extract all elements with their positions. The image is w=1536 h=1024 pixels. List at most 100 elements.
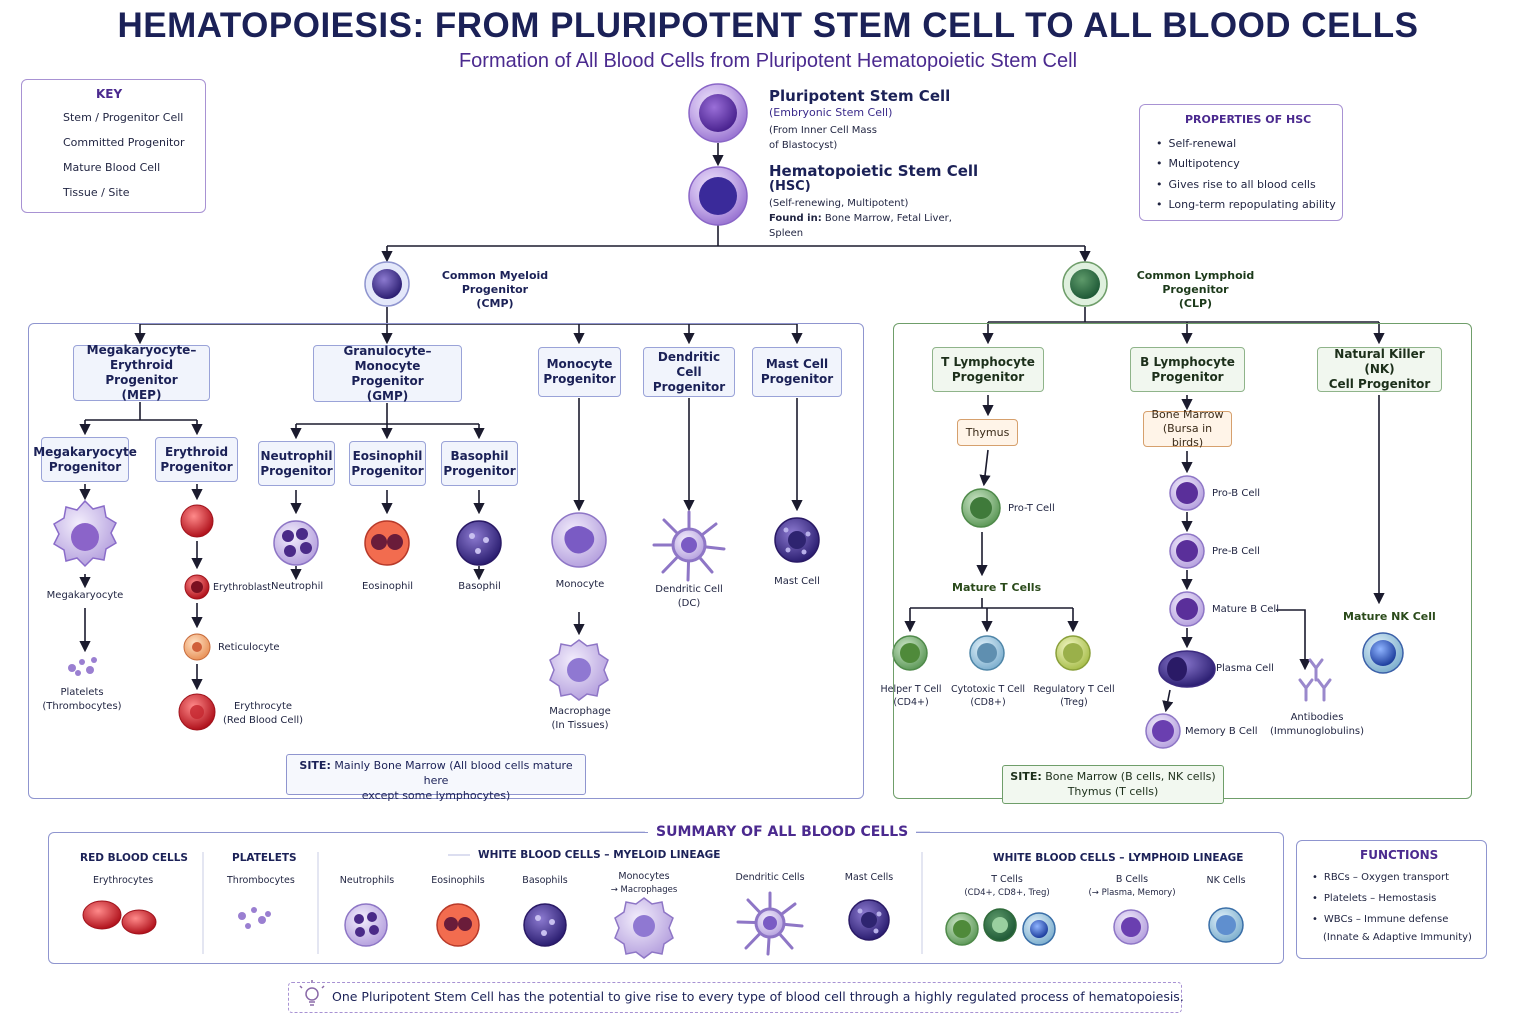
summary-nk-cells: NK Cells: [1206, 875, 1246, 886]
cytotoxic-t-label: Cytotoxic T Cell (CD8+): [950, 684, 1026, 708]
properties-title: PROPERTIES OF HSC: [1185, 113, 1312, 126]
gmp-box: Granulocyte–Monocyte Progenitor (GMP): [313, 344, 462, 403]
summary-eosinophils: Eosinophils: [431, 875, 485, 886]
neutrophil-progenitor-box: Neutrophil Progenitor: [258, 441, 335, 486]
summary-basophils: Basophils: [522, 875, 568, 886]
reticulocyte-icon: [183, 633, 211, 661]
platelets-icon: [68, 657, 97, 676]
hsc-found: Found in: Bone Marrow, Fetal Liver,: [769, 212, 952, 226]
erythroid-progenitor-cell-icon: [180, 504, 214, 538]
function-2: Platelets – Hemostasis: [1312, 893, 1436, 904]
summary-platelets-icon: [238, 907, 271, 929]
plasma-cell-icon: [1158, 650, 1216, 688]
pro-t-label: Pro-T Cell: [1008, 503, 1055, 514]
summary-basophil-icon: [523, 903, 567, 947]
summary-monocyte-icon: [614, 897, 674, 959]
eosinophil-label: Eosinophil: [361, 581, 414, 592]
megakaryocyte-progenitor-box: Megakaryocyte Progenitor: [33, 437, 137, 482]
pre-b-cell-icon: [1169, 533, 1205, 569]
nk-cell-icon: [1362, 632, 1404, 674]
reticulocyte-label: Reticulocyte: [218, 642, 280, 653]
function-extra: (Innate & Adaptive Immunity): [1323, 932, 1472, 943]
lymphoid-site-text-2: Thymus (T cells): [1067, 785, 1159, 798]
t-progenitor-box: T Lymphocyte Progenitor: [932, 347, 1044, 392]
myeloid-site-text-2: except some lymphocytes): [361, 789, 511, 802]
myeloid-site-text: Mainly Bone Marrow (All blood cells matu…: [334, 759, 573, 787]
b-progenitor-box: B Lymphocyte Progenitor: [1130, 347, 1245, 392]
erythroblast-icon: [184, 574, 210, 600]
pluripotent-stem-cell-icon: [688, 83, 748, 143]
summary-title: SUMMARY OF ALL BLOOD CELLS: [648, 824, 917, 840]
pro-b-label: Pro-B Cell: [1212, 488, 1261, 499]
footer-text: One Pluripotent Stem Cell has the potent…: [332, 989, 1184, 1004]
hsc-title: Hematopoietic Stem Cell: [769, 162, 979, 180]
summary-monocytes: Monocytes: [618, 871, 670, 882]
monocyte-progenitor-box: Monocyte Progenitor: [538, 347, 621, 397]
hsc-found-label: Found in:: [769, 213, 822, 224]
summary-dendritic-icon: [736, 891, 804, 956]
key-item-tissue: Tissue / Site: [63, 186, 130, 199]
clp-cell-icon: [1062, 261, 1108, 307]
summary-eosinophil-icon: [436, 903, 480, 947]
lymphoid-site-label: SITE:: [1010, 770, 1042, 783]
summary-lymphoid-title: WHITE BLOOD CELLS – LYMPHOID LINEAGE: [993, 852, 1244, 864]
mast-label: Mast Cell: [774, 576, 820, 587]
property-2: Multipotency: [1156, 157, 1240, 170]
key-title: KEY: [96, 87, 123, 101]
summary-rbc-sub: Erythrocytes: [93, 875, 154, 886]
mast-cell-icon: [774, 517, 820, 563]
memory-b-label: Memory B Cell: [1185, 726, 1258, 737]
pre-b-label: Pre-B Cell: [1212, 546, 1260, 557]
dendritic-progenitor-box: Dendritic Cell Progenitor: [643, 347, 735, 397]
cytotoxic-t-cell-icon: [969, 635, 1005, 671]
summary-platelets-sub: Thrombocytes: [227, 875, 295, 886]
mep-box: Megakaryocyte– Erythroid Progenitor (MEP…: [73, 343, 210, 402]
memory-b-cell-icon: [1145, 713, 1181, 749]
antibodies-icon: [1298, 658, 1332, 702]
megakaryocyte-icon: [53, 499, 117, 568]
cmp-cell-icon: [364, 261, 410, 307]
myeloid-site-label: SITE:: [299, 759, 331, 772]
antibodies-label: Antibodies (Immunoglobulins): [1269, 712, 1365, 737]
summary-rbc-icon: [82, 900, 157, 935]
pro-t-cell-icon: [961, 488, 1001, 528]
monocyte-icon: [551, 512, 607, 568]
hsc-abbr: (HSC): [769, 179, 811, 194]
summary-t-cells-icon: [945, 908, 1056, 946]
summary-b-cells-icon: [1113, 909, 1149, 945]
psc-sub: (Embryonic Stem Cell): [769, 106, 893, 119]
summary-myeloid-title: WHITE BLOOD CELLS – MYELOID LINEAGE: [478, 849, 721, 861]
erythroblast-label: Erythroblast: [213, 582, 271, 593]
erythroid-progenitor-box: Erythroid Progenitor: [155, 437, 238, 482]
myeloid-site-box: SITE: Mainly Bone Marrow (All blood cell…: [286, 754, 586, 802]
lightbulb-icon: [299, 980, 325, 1006]
hematopoietic-stem-cell-icon: [688, 166, 748, 226]
dendritic-label: Dendritic Cell (DC): [655, 584, 723, 609]
regulatory-t-label: Regulatory T Cell (Treg): [1033, 684, 1115, 708]
summary-neutrophil-icon: [344, 903, 388, 947]
hsc-found-2: Spleen: [769, 228, 804, 239]
summary-mast: Mast Cells: [844, 872, 894, 883]
hsc-note: (Self-renewing, Multipotent): [769, 198, 909, 209]
macrophage-icon: [549, 639, 609, 701]
thymus-box: Thymus: [957, 419, 1018, 446]
erythrocyte-icon: [178, 693, 216, 731]
summary-dendritic: Dendritic Cells: [735, 872, 805, 883]
mature-b-label: Mature B Cell: [1212, 604, 1279, 615]
lymphoid-panel: [893, 323, 1472, 799]
basophil-icon: [456, 520, 502, 566]
key-item-mature: Mature Blood Cell: [63, 161, 161, 174]
summary-rbc-title: RED BLOOD CELLS: [80, 852, 188, 864]
summary-t-cells: T Cells: [991, 874, 1023, 885]
hsc-found-text: Bone Marrow, Fetal Liver,: [824, 213, 952, 224]
property-4: Long-term repopulating ability: [1156, 198, 1336, 211]
property-3: Gives rise to all blood cells: [1156, 178, 1316, 191]
dendritic-cell-icon: [652, 510, 726, 582]
erythrocyte-label: Erythrocyte (Red Blood Cell): [222, 701, 304, 726]
summary-nk-cells-icon: [1208, 907, 1244, 943]
summary-monocytes-sub: → Macrophages: [610, 885, 678, 895]
key-panel: [21, 79, 206, 213]
bone-marrow-box: Bone Marrow (Bursa in birds): [1143, 408, 1232, 449]
neutrophil-label: Neutrophil: [271, 581, 324, 592]
